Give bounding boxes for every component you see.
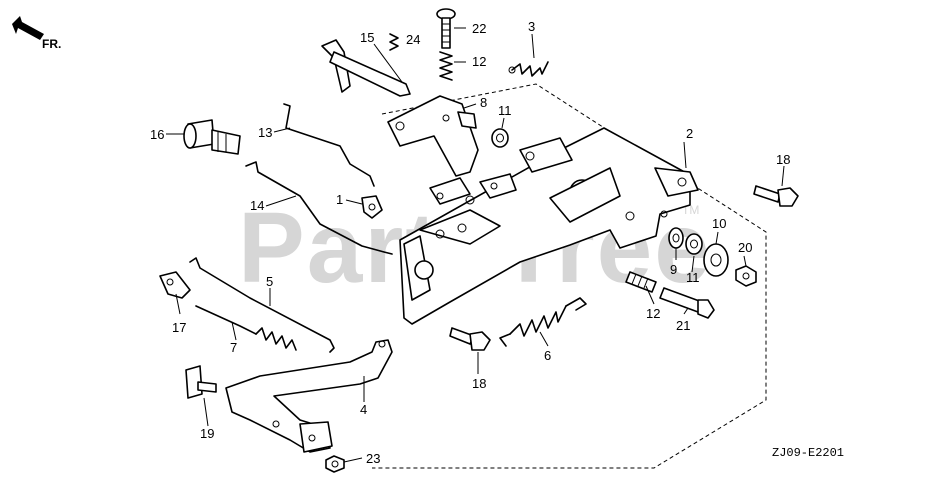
bolt-18-right — [753, 185, 799, 207]
callout-23: 23 — [366, 451, 380, 466]
spring-12-upper — [439, 51, 453, 81]
governor-arm — [387, 95, 479, 177]
bolt-18-lower — [449, 327, 491, 351]
callout-12-lower: 12 — [646, 306, 660, 321]
holder-17 — [159, 271, 191, 299]
rod-14 — [245, 161, 393, 255]
callout-20: 20 — [738, 240, 752, 255]
bushing-11-lower — [685, 233, 703, 255]
callout-16: 16 — [150, 127, 164, 142]
spring-7 — [195, 305, 297, 351]
spring-3 — [508, 61, 549, 77]
callout-3: 3 — [528, 19, 535, 34]
callout-1: 1 — [336, 192, 343, 207]
callout-7: 7 — [230, 340, 237, 355]
screw-22 — [436, 8, 456, 49]
callout-5: 5 — [266, 274, 273, 289]
callout-18-right: 18 — [776, 152, 790, 167]
control-lever — [321, 39, 411, 97]
front-arrow-icon — [12, 16, 44, 40]
front-direction-label: FR. — [42, 37, 61, 51]
callout-13: 13 — [258, 125, 272, 140]
bolt-12-lower — [625, 271, 657, 293]
callout-21: 21 — [676, 318, 690, 333]
front-direction-marker: FR. — [12, 16, 61, 51]
bolt-19 — [185, 365, 217, 399]
callout-11-lower: 11 — [686, 270, 700, 285]
callout-6: 6 — [544, 348, 551, 363]
callout-10: 10 — [712, 216, 726, 231]
assembly-outline — [372, 83, 767, 469]
callout-14: 14 — [250, 198, 264, 213]
nut-23 — [325, 455, 345, 473]
rod-5 — [189, 257, 335, 353]
bushing-11-upper — [491, 128, 509, 148]
lever-bracket-4 — [225, 339, 393, 453]
callout-9: 9 — [670, 262, 677, 277]
spring-6 — [499, 297, 587, 347]
callout-18-lower: 18 — [472, 376, 486, 391]
callout-17: 17 — [172, 320, 186, 335]
callout-11-upper: 11 — [498, 103, 512, 118]
callout-12-upper: 12 — [472, 54, 486, 69]
bolt-21 — [659, 287, 715, 319]
callout-15: 15 — [360, 30, 374, 45]
spring-24 — [389, 33, 399, 51]
knob-16 — [183, 119, 241, 155]
collar-10 — [703, 243, 729, 277]
clip-1 — [361, 195, 383, 219]
callout-4: 4 — [360, 402, 367, 417]
callout-19: 19 — [200, 426, 214, 441]
washer-9 — [668, 227, 684, 249]
callout-22: 22 — [472, 21, 486, 36]
governor-base-plate — [399, 127, 699, 325]
callout-24: 24 — [406, 32, 420, 47]
leader-lines — [166, 27, 785, 463]
nut-20 — [735, 265, 757, 287]
callout-8: 8 — [480, 95, 487, 110]
callout-2: 2 — [686, 126, 693, 141]
callout-labels: 15 24 22 12 3 8 11 13 16 2 18 1 14 10 20… — [150, 19, 790, 466]
rod-13 — [283, 103, 375, 187]
drawing-code: ZJ09-E2201 — [772, 446, 844, 460]
